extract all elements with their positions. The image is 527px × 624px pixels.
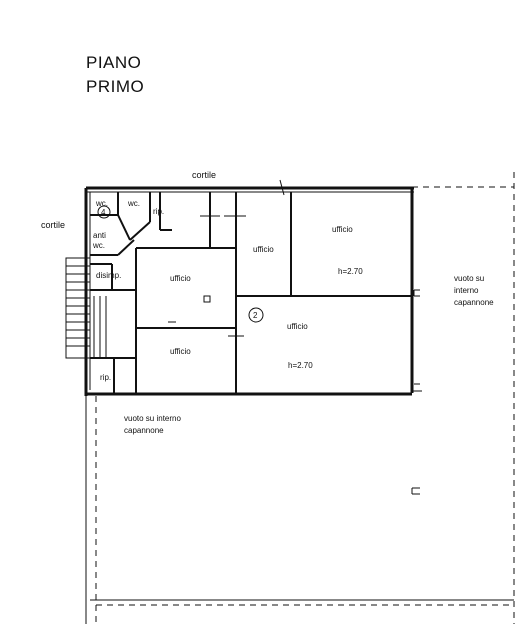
- staircase: [65, 257, 107, 359]
- label-wc-2: wc.: [127, 199, 140, 208]
- interior-partitions: [90, 179, 412, 394]
- label-h-bottom: h=2.70: [288, 361, 313, 370]
- label-vuoto-right-1: vuoto su: [454, 274, 484, 283]
- label-vuoto-right-3: capannone: [454, 298, 494, 307]
- label-ufficio-b: ufficio: [253, 245, 274, 254]
- plan-title-line2: PRIMO: [86, 77, 145, 96]
- unit-2-circle: [248, 307, 264, 323]
- label-rip-top: rip.: [153, 207, 164, 216]
- label-ufficio-e: ufficio: [287, 322, 308, 331]
- label-vuoto-right-2: interno: [454, 286, 479, 295]
- label-vuoto-bottom-1: vuoto su interno: [124, 414, 181, 423]
- label-wc-1: wc.: [95, 199, 108, 208]
- label-disimp: disimp.: [96, 271, 121, 280]
- office-block-walls: [84, 186, 414, 396]
- label-cortile-top: cortile: [192, 170, 216, 180]
- label-h-top: h=2.70: [338, 267, 363, 276]
- beam-markers: [411, 289, 420, 495]
- label-rip-bottom: rip.: [100, 373, 111, 382]
- label-unit-2: 2: [253, 311, 258, 320]
- pillar-marker: [203, 295, 211, 303]
- label-anti-2: wc.: [92, 241, 105, 250]
- label-unit-4: 4: [101, 208, 106, 217]
- label-anti-1: anti: [93, 231, 106, 240]
- label-ufficio-c: ufficio: [332, 225, 353, 234]
- plan-title-line1: PIANO: [86, 53, 142, 72]
- warehouse-outline: [85, 172, 515, 624]
- label-ufficio-a: ufficio: [170, 274, 191, 283]
- label-cortile-left: cortile: [41, 220, 65, 230]
- label-ufficio-d: ufficio: [170, 347, 191, 356]
- label-vuoto-bottom-2: capannone: [124, 426, 164, 435]
- unit-4-circle: [97, 205, 111, 219]
